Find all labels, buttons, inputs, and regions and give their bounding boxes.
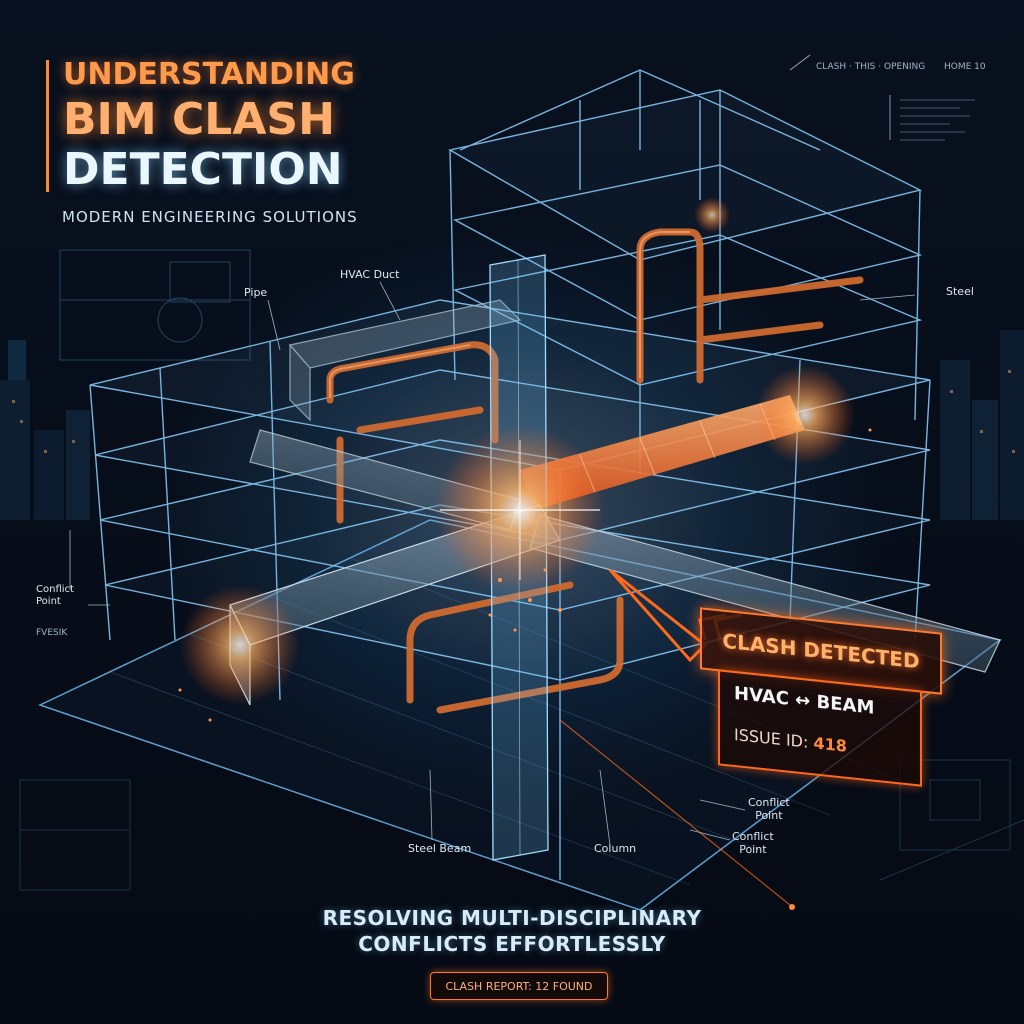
blueprint-sketch-left [59,249,251,361]
clash-glow-top [694,197,730,233]
issue-id-row: ISSUE ID: 418 [734,725,847,756]
issue-id-value: 418 [813,733,847,756]
label-hvac-duct: HVAC Duct [340,268,400,281]
subtitle: MODERN ENGINEERING SOLUTIONS [62,208,358,226]
hvac-duct-grey [288,299,522,422]
label-steel: Steel [946,285,974,298]
corner-data-lines [900,99,975,141]
title-line-1: UNDERSTANDING [63,57,355,92]
clash-report-badge: CLASH REPORT: 12 FOUND [430,972,608,1000]
clash-detected-text: CLASH DETECTED [722,628,920,674]
clash-pair: HVAC ↔ BEAM [734,682,875,719]
spark-particles [178,428,872,722]
issue-id-label: ISSUE ID: [734,724,809,752]
corner-tag-right: HOME 10 [944,62,986,72]
title-line-2: BIM CLASH [63,94,335,145]
label-steel-beam: Steel Beam [408,842,472,855]
label-pipe: Pipe [244,286,268,299]
label-conflict-point-1: Conflict Point [748,796,790,823]
blueprint-sketch-right [19,759,1024,891]
tagline-line-1: RESOLVING MULTI-DISCIPLINARY [322,906,702,930]
city-skyline [0,330,1024,520]
corner-tag-left: CLASH · THIS · OPENING [816,62,926,72]
label-conflict-point-left: Conflict Point [36,584,74,607]
tagline-line-2: CONFLICTS EFFORTLESSLY [358,932,666,956]
tagline: RESOLVING MULTI-DISCIPLINARY CONFLICTS E… [0,905,1024,957]
clash-glow-left [180,585,300,705]
label-conflict-point-2: Conflict Point [732,830,774,857]
clash-glow-center [435,425,605,595]
label-leaders [69,54,916,846]
clash-glow-right [755,365,855,465]
label-fvesik: FVESIK [36,628,68,638]
title-block: UNDERSTANDING BIM CLASH DETECTION [46,60,355,192]
title-line-3: DETECTION [63,144,343,195]
label-column: Column [594,842,637,855]
